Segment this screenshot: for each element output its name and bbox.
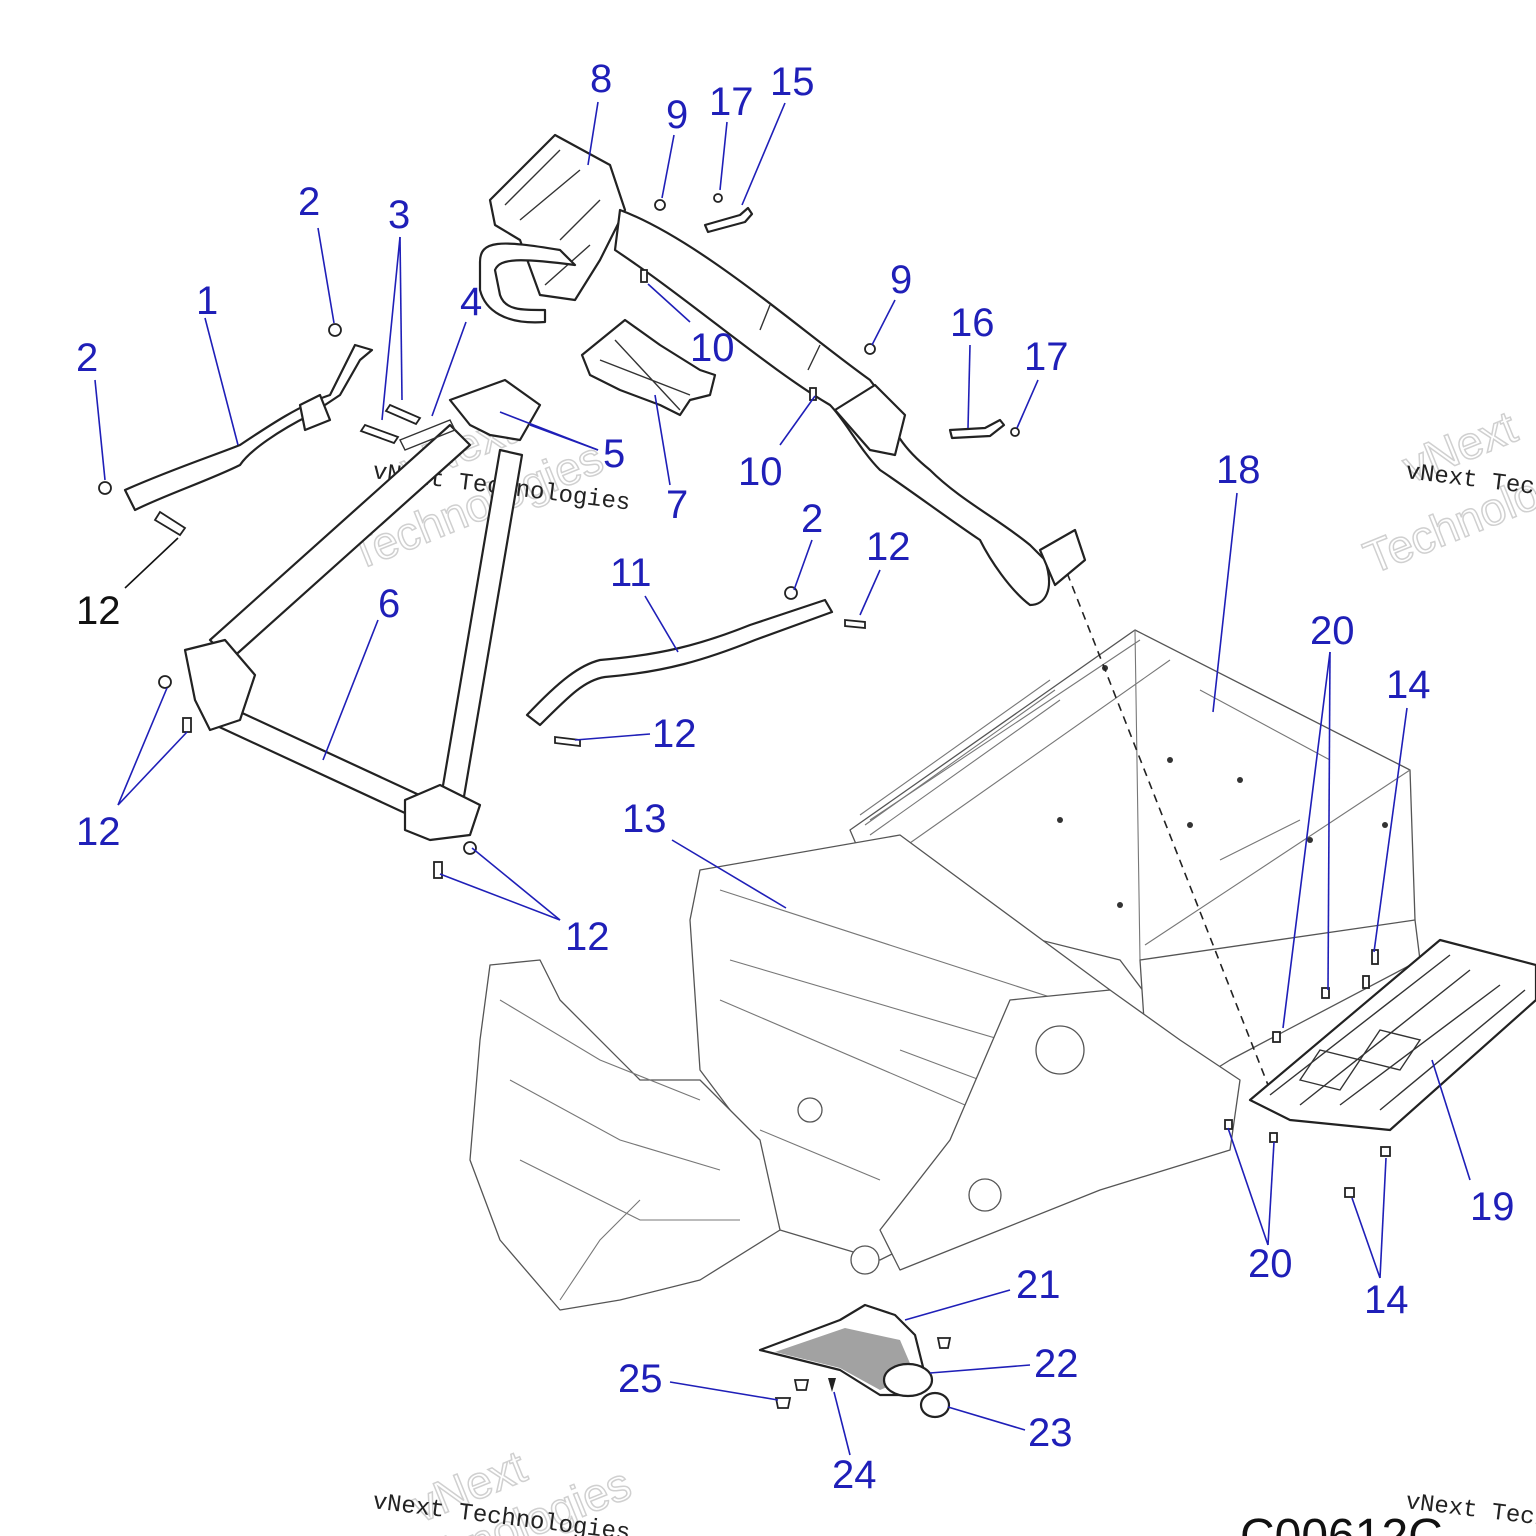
callout-9-top: 9 [666,93,688,137]
chassis-assembly [469,559,1421,1311]
figure-id: C00612C [1240,1510,1443,1536]
a-frame-part-6 [158,378,542,879]
callout-2-upper: 2 [298,180,320,224]
plug-part-23 [919,1391,951,1419]
brace-part-11 [525,586,866,748]
clip-part-15 [703,206,754,234]
callout-20-lower: 20 [1248,1242,1293,1286]
bolt-icon [158,675,172,689]
bolt-icon [554,735,581,748]
bolt-icon [153,510,187,537]
nut-icon [328,323,342,337]
bolt-icon [384,403,422,426]
cover-assembly [758,1303,952,1419]
screw-icon [793,1379,810,1391]
callout-16: 16 [950,301,995,345]
clip-part-16 [948,418,1006,440]
callout-21: 21 [1016,1263,1061,1307]
callout-12-upper-right: 12 [866,525,911,569]
callout-2-left: 2 [76,336,98,380]
nut-icon [98,481,112,495]
callout-2-center: 2 [801,497,823,541]
callout-11: 11 [610,551,652,595]
alignment-dashed-line [1061,559,1269,1086]
callout-4: 4 [460,280,482,324]
bolt-icon [463,841,477,855]
callout-24: 24 [832,1453,877,1497]
bolt-icon [844,619,866,629]
screw-part-25 [774,1397,792,1409]
callout-13: 13 [622,797,667,841]
bolt-icon [182,717,192,733]
nut-icon [713,193,723,203]
bolt-icon [640,269,648,283]
callout-6: 6 [378,582,400,626]
callout-22: 22 [1034,1342,1079,1386]
callout-10-lower: 10 [738,450,783,494]
nut-icon [1010,427,1020,437]
callout-12-lower: 12 [565,915,610,959]
callout-15: 15 [770,60,815,104]
callout-19: 19 [1470,1185,1515,1229]
bracket-part-7 [580,318,717,417]
upper-frame-tube-part-8 [478,133,1087,607]
callout-12-center: 12 [652,712,697,756]
callout-14-upper: 14 [1386,663,1431,707]
push-pin-part-24 [828,1378,836,1392]
callout-17-top: 17 [709,80,754,124]
callout-18: 18 [1216,448,1261,492]
callout-1: 1 [196,279,218,323]
callout-17-right: 17 [1024,335,1069,379]
leader-lines [94,101,1471,1456]
callout-10-upper: 10 [690,326,735,370]
callout-25: 25 [618,1357,663,1401]
nut-icon [864,343,876,355]
grommet-part-22 [882,1362,934,1398]
tunnel-rivets [1057,665,1388,908]
callout-23: 23 [1028,1411,1073,1455]
callout-labels: 8 9 17 15 2 3 1 4 2 10 9 16 17 5 10 7 18… [76,57,1515,1497]
screw-icon [936,1337,952,1349]
callout-8: 8 [590,57,612,101]
callout-3: 3 [388,193,410,237]
small-hardware [640,193,1020,440]
bolt-icon [433,861,443,879]
callout-9-right: 9 [890,258,912,302]
callout-14-lower: 14 [1364,1278,1409,1322]
brace-part-1 [98,323,374,537]
callout-20-upper: 20 [1310,609,1355,653]
bolt-icon [359,423,400,445]
callout-12-left: 12 [76,810,121,854]
running-board-part-19 [1224,938,1536,1198]
callout-7: 7 [666,483,688,527]
callout-12-black: 12 [76,589,121,633]
nut-icon [654,199,666,211]
callout-5: 5 [603,432,625,476]
